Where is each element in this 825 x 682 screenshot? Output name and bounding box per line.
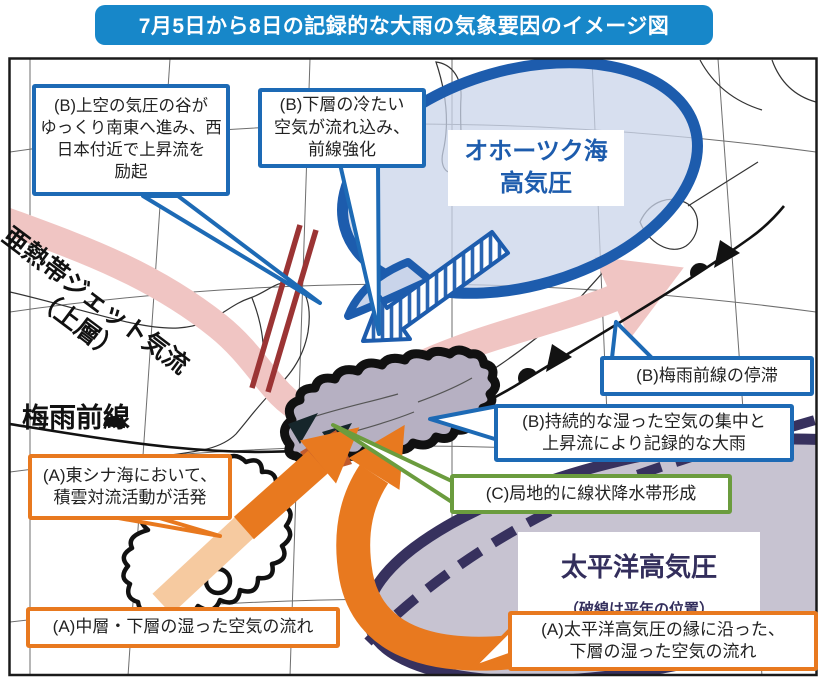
front-symbol-semicircle: [690, 263, 709, 279]
callout-a-pacific-edge-flow: (A)太平洋高気圧の縁に沿った、 下層の湿った空気の流れ: [508, 611, 818, 671]
figure-title: 7月5日から8日の記録的な大雨の気象要因のイメージ図: [95, 5, 713, 45]
callout-c-linear-band: (C)局地的に線状降水帯形成: [450, 474, 732, 514]
moist-airflow-arrow-lower: [234, 427, 360, 540]
cold-air-hatched-arrow: [361, 230, 510, 343]
baiu-front-label: 梅雨前線: [22, 403, 130, 433]
front-symbol-occluded: [288, 413, 318, 444]
jet-stream-arrowhead: [594, 256, 684, 340]
moist-airflow-peach-band: [152, 513, 258, 615]
callout-pointer-b-trough: [141, 194, 322, 305]
front-symbol-triangle: [546, 344, 572, 372]
front-symbol-triangle: [714, 240, 740, 268]
okhotsk-high-label: オホーツク海 高気圧: [448, 130, 624, 206]
upper-trough-lines: [249, 224, 319, 393]
callout-b-trough: (B)上空の気圧の谷が ゆっくり南東へ進み、西 日本付近で上昇流を 励起: [32, 84, 230, 196]
front-symbol-semicircle: [518, 368, 537, 383]
callout-a-east-china-sea: (A)東シナ海において、 積雲対流活動が活発: [28, 454, 232, 520]
callout-a-mid-lower-flow: (A)中層・下層の湿った空気の流れ: [26, 607, 340, 648]
callout-b-front-stagnation: (B)梅雨前線の停滞: [600, 356, 814, 396]
pacific-high-label-main: 太平洋高気圧: [560, 552, 717, 582]
front-symbol-semicircle: [103, 416, 125, 429]
callout-b-cold-air: (B)下層の冷たい 空気が流れ込み、 前線強化: [258, 88, 426, 168]
map-frame: [8, 57, 818, 677]
moist-airflow-arrow-pacific-edge: [336, 424, 514, 671]
callout-b-moist-concentration: (B)持続的な湿った空気の集中と 上昇流により記録的な大雨: [494, 404, 794, 462]
